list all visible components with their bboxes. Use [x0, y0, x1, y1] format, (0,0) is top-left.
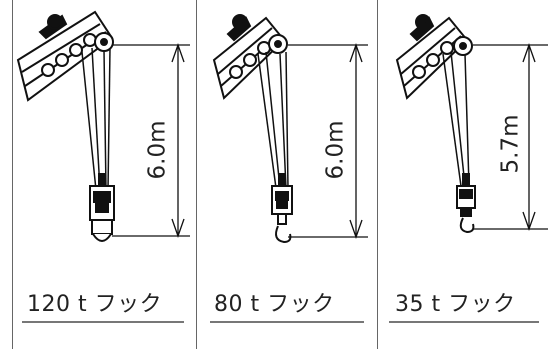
panel-80t-hook: 6.0m 80 t フック [196, 0, 377, 349]
crane-illustration-80t [212, 14, 368, 244]
crane-illustration-120t [16, 10, 190, 242]
hook-label: 35 t フック [395, 292, 516, 317]
divider-1 [196, 0, 197, 349]
hook-label: 120 t フック [27, 292, 163, 317]
hoist-ropes [442, 51, 470, 187]
divider-2 [377, 0, 378, 349]
hook-block-35t [456, 173, 476, 234]
boom-head [212, 14, 288, 100]
hook-block-120t [89, 173, 115, 242]
crane-illustration-35t [395, 14, 548, 234]
dimension-lines [473, 43, 548, 231]
dimension-lines [112, 43, 190, 238]
border-left [12, 0, 13, 349]
hook-block-80t [271, 173, 293, 244]
height-label: 6.0m [144, 120, 171, 180]
caption-underline [210, 321, 364, 323]
panel-120t-hook: 6.0m 120 t フック [0, 0, 196, 349]
caption-underline [22, 321, 184, 323]
hoist-ropes [81, 47, 111, 191]
boom-head [16, 10, 114, 102]
boom-head [395, 14, 473, 100]
hoist-ropes [257, 51, 289, 189]
panel-35t-hook: 5.7m 35 t フック [377, 0, 548, 349]
height-label: 6.0m [322, 120, 349, 180]
dimension-lines [288, 43, 368, 239]
caption-underline [389, 321, 539, 323]
hook-label: 80 t フック [214, 292, 335, 317]
height-label: 5.7m [497, 114, 524, 174]
